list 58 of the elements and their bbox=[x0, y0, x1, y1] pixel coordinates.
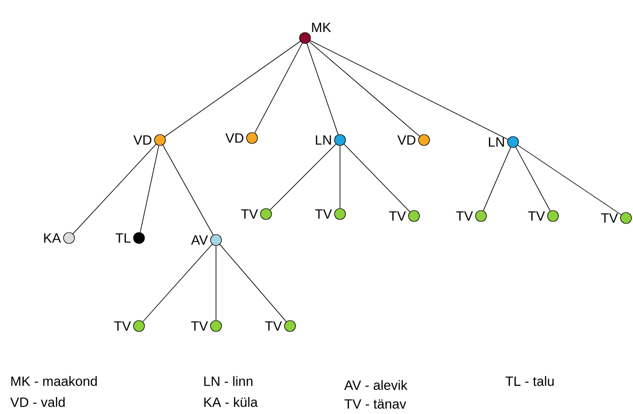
connector-line bbox=[219, 244, 287, 322]
node-label: VD bbox=[133, 135, 152, 145]
connector-line bbox=[140, 145, 160, 233]
node-label: MK bbox=[312, 22, 332, 32]
abbreviation-note: VD - vald bbox=[10, 397, 65, 407]
node-label: TV bbox=[265, 321, 282, 331]
abbreviation-note: LN - linn bbox=[204, 376, 252, 386]
connector-line bbox=[270, 144, 336, 210]
node-label: TV bbox=[191, 321, 208, 331]
node-label: KA bbox=[44, 233, 61, 243]
tree-node: TV bbox=[528, 210, 559, 222]
connector-line bbox=[142, 244, 212, 322]
connector-line bbox=[515, 146, 551, 212]
node-label: TV bbox=[315, 209, 332, 219]
tree-node: AV bbox=[191, 234, 222, 246]
connector-line bbox=[254, 42, 303, 134]
abbreviation-note: TL - talu bbox=[506, 376, 554, 386]
tree-node: TV bbox=[241, 208, 272, 220]
node-label: TL bbox=[116, 233, 131, 243]
abbreviation-note: KA - küla bbox=[204, 397, 258, 407]
tree-node: VD bbox=[133, 134, 166, 146]
abbreviation-note: TV - tänav bbox=[344, 399, 406, 409]
connector-line bbox=[162, 144, 214, 236]
node-label: VD bbox=[225, 133, 244, 143]
connector-line bbox=[309, 41, 420, 137]
tree-node: TV bbox=[389, 210, 420, 222]
tree-node: TV bbox=[114, 320, 145, 332]
tree-node: TV bbox=[601, 212, 632, 224]
node-label: VD bbox=[397, 135, 416, 145]
tree-node: TV bbox=[265, 320, 296, 332]
node-label: TV bbox=[241, 209, 258, 219]
tree-node: MK bbox=[299, 22, 332, 44]
node-label: LN bbox=[488, 137, 504, 147]
tree-node: TV bbox=[191, 320, 222, 332]
node-label: TV bbox=[528, 211, 545, 221]
tree-node: LN bbox=[488, 136, 519, 148]
node-label: TV bbox=[389, 211, 406, 221]
tree-node: LN bbox=[316, 134, 346, 146]
connector-line bbox=[306, 43, 338, 135]
abbreviation-note: MK - maakond bbox=[11, 376, 97, 386]
connector-line bbox=[72, 144, 156, 234]
node-label: TV bbox=[456, 211, 473, 221]
tree-node: KA bbox=[44, 232, 75, 244]
node-label: TV bbox=[114, 321, 131, 331]
connector-line bbox=[482, 146, 512, 212]
connector-line bbox=[310, 40, 508, 140]
tree-node: TL bbox=[116, 232, 145, 244]
tree-node: TV bbox=[456, 210, 487, 222]
node-label: LN bbox=[316, 135, 331, 145]
tree-node: VD bbox=[225, 132, 258, 144]
node-label: AV bbox=[191, 235, 208, 245]
tree-node: TV bbox=[315, 208, 346, 220]
connector-line bbox=[517, 144, 622, 216]
connector-line bbox=[344, 144, 410, 212]
tree-node: VD bbox=[397, 134, 430, 146]
node-label: TV bbox=[601, 213, 618, 223]
connector-line bbox=[164, 41, 301, 138]
abbreviation-note: AV - alevik bbox=[344, 380, 408, 390]
